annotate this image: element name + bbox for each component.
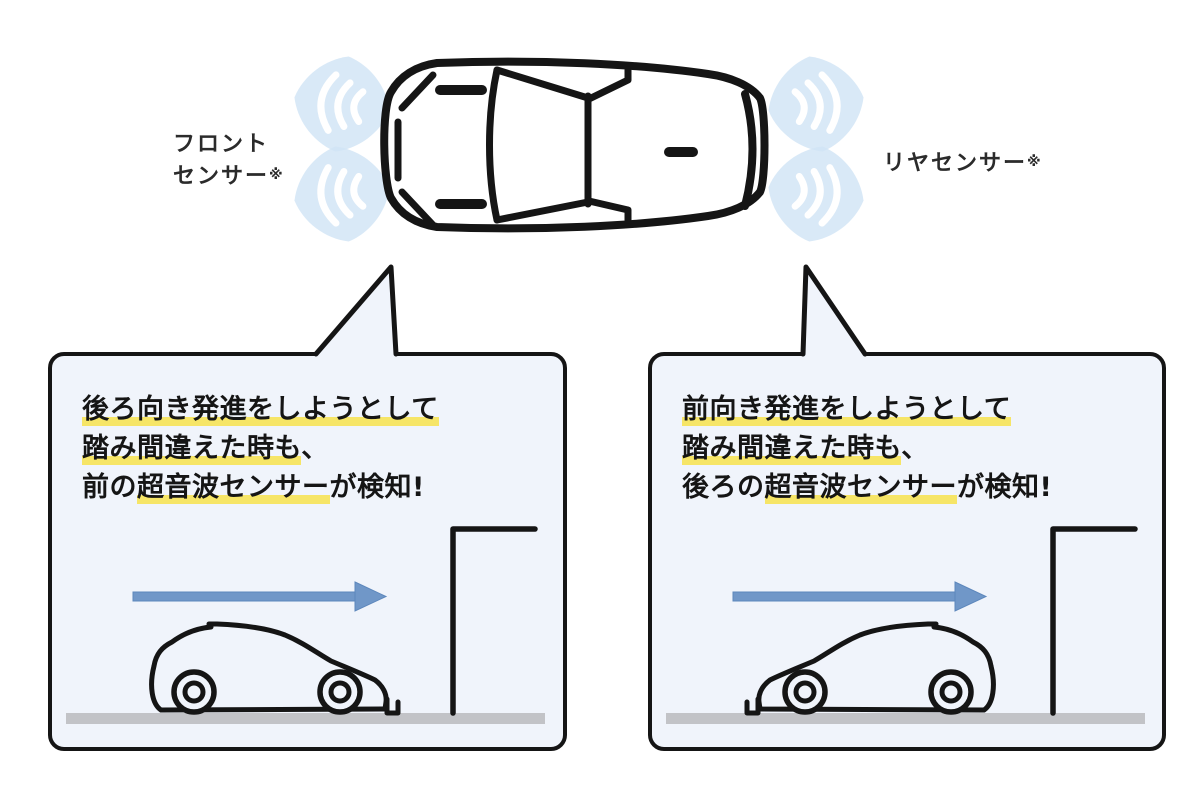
- bubble-tail-right: [800, 264, 868, 359]
- bubble-text-line: 後ろの超音波センサーが検知!: [682, 472, 1053, 504]
- car-side-view-icon: [744, 621, 996, 716]
- front-sensor-label: フロント センサー※: [173, 132, 283, 189]
- wall-shape: [450, 526, 538, 716]
- front-sensor-waves-icon: [288, 50, 396, 248]
- bubble-text-line: 前向き発進をしようとして: [682, 394, 1012, 426]
- bubble-text-line: 後ろ向き発進をしようとして: [82, 394, 439, 426]
- bubble-tail-left: [313, 264, 399, 359]
- bubble-text-line: 踏み間違えた時も、: [82, 433, 329, 465]
- bubble-text-right: 前向き発進をしようとして踏み間違えた時も、後ろの超音波センサーが検知!: [682, 390, 1052, 507]
- direction-arrow-icon: [132, 581, 388, 612]
- car-top-view-icon: [380, 57, 769, 233]
- bubble-text-line: 踏み間違えた時も、: [682, 433, 929, 465]
- scene-right: [666, 526, 1145, 724]
- direction-arrow-icon: [732, 581, 988, 612]
- rear-sensor-note-mark: ※: [1027, 154, 1041, 170]
- wall-shape: [1050, 526, 1138, 716]
- ground-bar: [666, 713, 1145, 724]
- rear-sensor-waves-icon: [762, 50, 870, 248]
- speech-bubble-left: 後ろ向き発進をしようとして踏み間違えた時も、前の超音波センサーが検知!: [48, 352, 567, 751]
- bubble-text-line: 前の超音波センサーが検知!: [82, 472, 425, 504]
- top-diagram: [260, 40, 890, 270]
- scene-left: [66, 526, 545, 724]
- rear-sensor-label: リヤセンサー※: [883, 151, 1041, 176]
- car-side-view-icon: [149, 621, 401, 716]
- ground-bar: [66, 713, 545, 724]
- bubble-text-left: 後ろ向き発進をしようとして踏み間違えた時も、前の超音波センサーが検知!: [82, 390, 439, 507]
- speech-bubble-right: 前向き発進をしようとして踏み間違えた時も、後ろの超音波センサーが検知!: [648, 352, 1166, 751]
- front-sensor-note-mark: ※: [269, 167, 283, 183]
